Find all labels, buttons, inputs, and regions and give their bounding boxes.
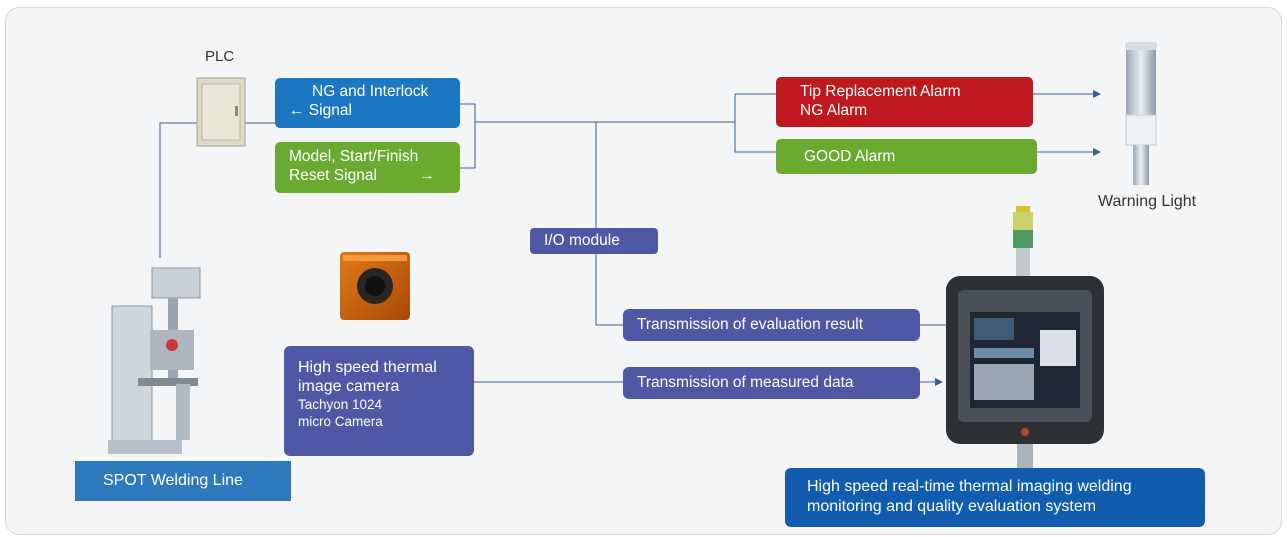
camera-line2: image camera xyxy=(298,378,400,395)
tip-replacement-alarm-box: Tip Replacement Alarm NG Alarm xyxy=(776,77,1033,127)
plc-label: PLC xyxy=(205,48,235,65)
ng-signal-line1: NG and Interlock xyxy=(312,83,429,100)
plc-cabinet-image xyxy=(196,77,246,147)
monitoring-system-image xyxy=(946,206,1104,474)
tip-alarm-line2: NG Alarm xyxy=(800,102,868,119)
spot-welding-line-box: SPOT Welding Line xyxy=(75,461,291,501)
system-line2: monitoring and quality evaluation system xyxy=(807,498,1097,515)
spot-welding-machine-image xyxy=(108,267,201,454)
ng-signal-line2: ← Signal xyxy=(289,102,352,119)
system-line1: High speed real-time thermal imaging wel… xyxy=(807,478,1132,495)
ng-interlock-signal-box: NG and Interlock ← Signal xyxy=(275,78,460,128)
thermal-camera-box: High speed thermal image camera Tachyon … xyxy=(284,346,474,456)
right-arrow-icon: → xyxy=(419,167,435,184)
monitoring-system-box: High speed real-time thermal imaging wel… xyxy=(785,468,1205,527)
camera-line1: High speed thermal xyxy=(298,359,437,376)
io-module-box: I/O module xyxy=(530,228,658,254)
evaluation-result-box: Transmission of evaluation result xyxy=(623,309,920,341)
good-alarm-box: GOOD Alarm xyxy=(776,139,1037,174)
camera-line3: Tachyon 1024 xyxy=(298,397,383,412)
model-signal-line1: Model, Start/Finish xyxy=(289,148,419,165)
tip-alarm-line1: Tip Replacement Alarm xyxy=(800,83,961,100)
warning-light-image xyxy=(1125,42,1157,185)
thermal-camera-image xyxy=(340,252,410,320)
camera-line4: micro Camera xyxy=(298,414,383,429)
model-signal-line2: Reset Signal xyxy=(289,167,377,184)
model-start-finish-signal-box: Model, Start/Finish Reset Signal → xyxy=(275,142,460,193)
plc-weld-wire xyxy=(159,122,197,258)
warning-light-label: Warning Light xyxy=(1098,193,1197,210)
measured-data-box: Transmission of measured data xyxy=(623,367,920,399)
